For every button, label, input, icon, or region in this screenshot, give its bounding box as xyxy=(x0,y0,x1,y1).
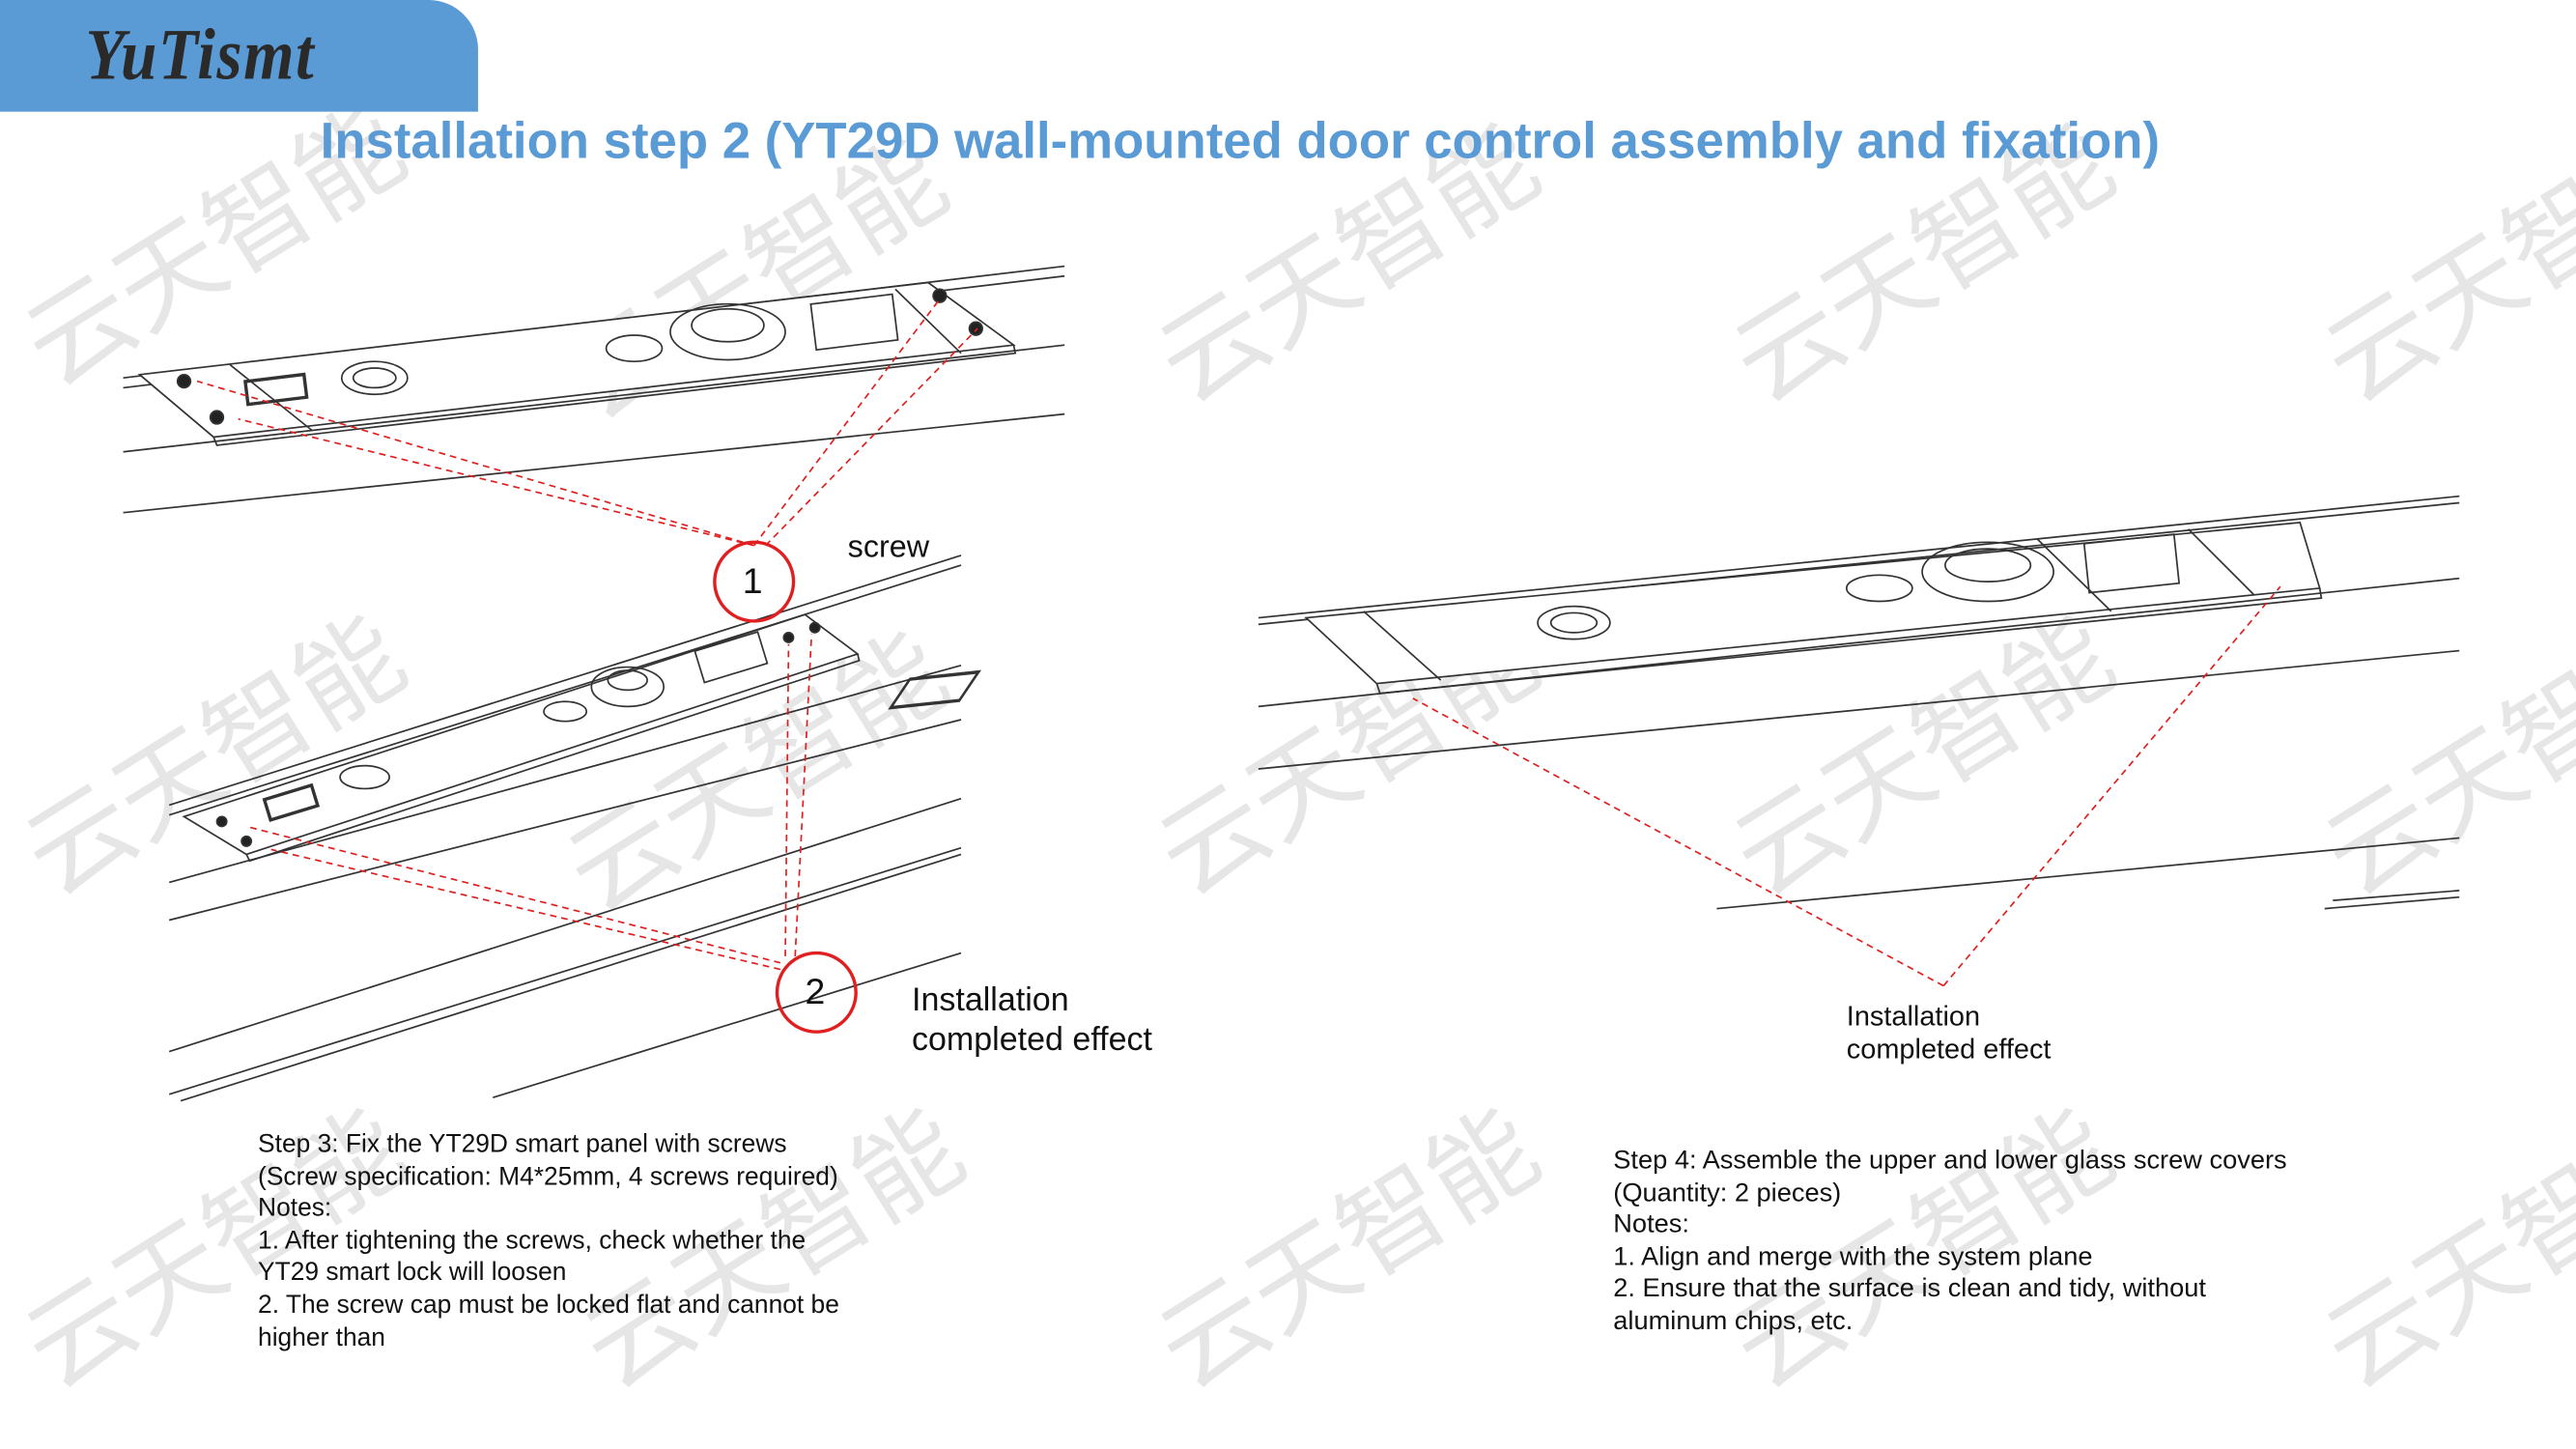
step4-line: (Quantity: 2 pieces) xyxy=(1613,1179,1842,1208)
step3-line: 1. After tightening the screws, check wh… xyxy=(258,1227,807,1256)
left-completed-label: Installation completed effect xyxy=(912,980,1152,1060)
panel-middle-illustration xyxy=(168,554,962,1102)
step4-line: Notes: xyxy=(1613,1210,1689,1239)
step3-line: Step 3: Fix the YT29D smart panel with s… xyxy=(258,1130,787,1159)
brand-logo: YuTismt xyxy=(85,14,316,96)
logo-tab: YuTismt xyxy=(0,0,478,112)
step4-line: 2. Ensure that the surface is clean and … xyxy=(1613,1275,2206,1304)
marker-circle-1 xyxy=(713,540,796,623)
right-completed-line2: completed effect xyxy=(1846,1033,2052,1065)
screw-label: screw xyxy=(847,530,930,566)
step3-line: YT29 smart lock will loosen xyxy=(258,1259,567,1288)
step4-line: aluminum chips, etc. xyxy=(1613,1307,1854,1336)
panel-top-illustration xyxy=(123,265,1065,514)
annotation-leader-lines xyxy=(196,298,2281,987)
marker-circle-2 xyxy=(775,951,858,1034)
step4-line: 1. Align and merge with the system plane xyxy=(1613,1243,2093,1272)
step3-line: 2. The screw cap must be locked flat and… xyxy=(258,1291,839,1320)
step4-notes: Step 4: Assemble the upper and lower gla… xyxy=(1613,1146,2286,1339)
right-completed-label: Installation completed effect xyxy=(1847,1001,2052,1066)
marker-1-label: 1 xyxy=(742,560,763,602)
step4-line: Step 4: Assemble the upper and lower gla… xyxy=(1613,1147,2287,1176)
right-completed-line1: Installation xyxy=(1846,1000,1981,1033)
panel-right-illustration xyxy=(888,495,2460,910)
marker-2-label: 2 xyxy=(805,971,826,1012)
page-title: Installation step 2 (YT29D wall-mounted … xyxy=(320,111,2161,170)
step3-line: higher than xyxy=(258,1323,385,1352)
left-completed-line2: completed effect xyxy=(911,1021,1152,1059)
step3-notes: Step 3: Fix the YT29D smart panel with s… xyxy=(258,1129,839,1354)
left-completed-line1: Installation xyxy=(911,982,1069,1019)
step3-line: Notes: xyxy=(258,1194,332,1223)
step3-line: (Screw specification: M4*25mm, 4 screws … xyxy=(258,1162,838,1191)
